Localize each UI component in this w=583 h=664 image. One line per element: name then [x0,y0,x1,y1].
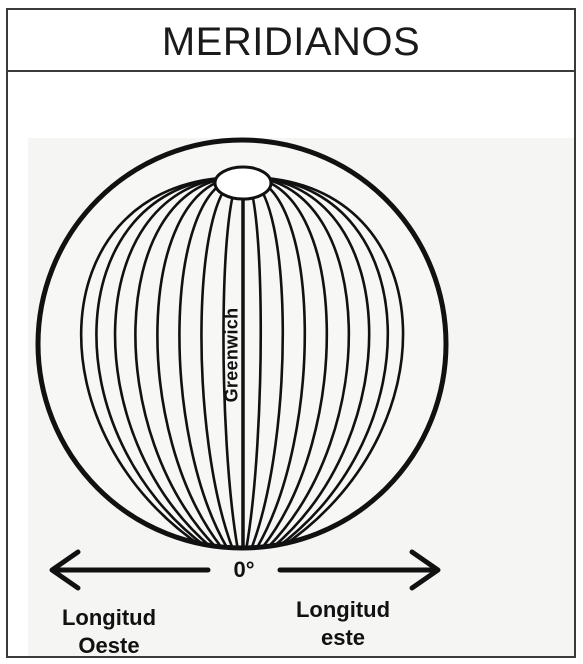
zero-degree-label: 0° [233,557,255,582]
meridian-line [113,176,226,548]
meridian-lines [79,176,405,548]
meridian-line [257,176,351,548]
meridian-line [200,176,238,548]
meridian-line [251,176,307,548]
panel-top-blank [8,72,574,138]
east-longitude-label: Longitud este [295,597,391,650]
longitude-axis-arrow [49,549,441,591]
meridian-line [260,176,371,548]
diagram-title: MERIDIANOS [161,19,421,64]
north-pole-cap [213,165,273,201]
meridian-line [178,176,235,548]
meridian-line [79,176,221,548]
meridian-line [265,176,405,548]
meridian-line [248,176,285,548]
greenwich-label-text: Greenwich [221,307,242,403]
meridian-line [156,176,232,548]
panel-left-margin [8,72,28,656]
meridian-line [95,176,223,548]
meridian-line [263,176,390,548]
title-bar: MERIDIANOS [8,10,574,72]
west-longitude-label: Longitud Oeste [61,605,157,658]
arrowhead-west-icon [49,549,81,591]
meridian-line [134,176,229,548]
meridian-line [254,176,329,548]
arrowhead-east-icon [409,549,441,591]
